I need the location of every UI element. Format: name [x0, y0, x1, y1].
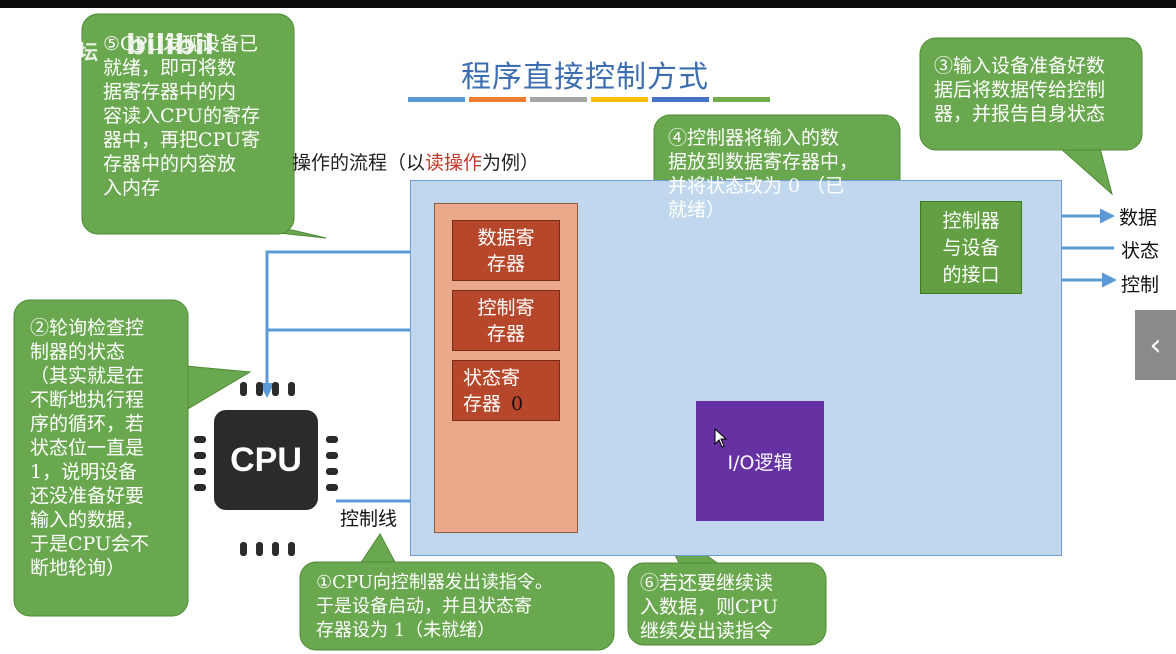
bubble-step5: ⑤CPU发现设备已就绪，即可将数据寄存器中的内 容读入CPU的寄存器中，再把CP…	[103, 33, 261, 199]
cpu-pin	[288, 542, 295, 556]
cpu-pin	[194, 452, 206, 459]
cpu-pin	[272, 382, 279, 396]
title-color-bar	[713, 97, 770, 102]
control-line-label: 控制线	[340, 508, 398, 530]
status-register-value: 0	[511, 393, 524, 415]
cpu-pin	[194, 468, 206, 475]
bubble-step3-shape	[919, 37, 1143, 151]
control-register-line2: 存器	[486, 323, 525, 345]
control-register-line1: 控制寄	[477, 297, 535, 319]
cpu-icon: CPU	[194, 378, 340, 558]
bubble-step4: ④控制器将输入的数据放到数据寄存器中，并将状态改为 0 （已 就绪）	[668, 127, 859, 221]
bubble-step3: ③输入设备准备好数据后将数据传给控制器，并报告自身状态	[934, 55, 1106, 125]
watermark-text: 王道论坛	[18, 40, 98, 64]
subtitle-prefix: 操作的流程（以	[292, 152, 426, 174]
title-color-bar	[408, 97, 465, 102]
cpu-pin	[326, 452, 338, 459]
subtitle-suffix: 为例）	[482, 152, 540, 174]
mouse-pointer-icon	[714, 428, 728, 448]
bubble-step1-shape-tail	[359, 533, 397, 565]
signal-control-label: 控制	[1121, 274, 1160, 296]
bubble-step3-shape-tail	[1058, 147, 1113, 196]
status-register-line1: 状态寄	[463, 367, 521, 389]
title-color-bar	[652, 97, 709, 102]
page-title: 程序直接控制方式	[461, 60, 709, 95]
cpu-pin	[288, 382, 295, 396]
io-logic: I/O逻辑	[696, 401, 824, 521]
top-bar	[0, 0, 1176, 8]
data-register-line1: 数据寄	[477, 227, 535, 249]
title-color-bar	[591, 97, 648, 102]
cpu-pin	[326, 468, 338, 475]
data-register-line2: 存器	[486, 253, 525, 275]
bubble-step2: ②轮询检查控制器的状态（其实就是在 不断地执行程序的循环，若状态位一直是 1，说…	[30, 317, 150, 579]
cpu-pin	[256, 382, 263, 396]
control-register: 控制寄 存器	[452, 290, 560, 351]
bilibili-logo-icon: bilibili	[126, 28, 212, 61]
status-register: 状态寄 存器 0	[452, 360, 560, 421]
cpu-pin	[326, 436, 338, 443]
cpu-pin	[240, 542, 247, 556]
bubble-step1: ①CPU向控制器发出读指令。于是设备启动，并且状态寄存器设为 1（未就绪）	[316, 572, 553, 641]
title-color-bar	[469, 97, 526, 102]
arrow-data-register-to-cpu	[259, 250, 452, 398]
cpu-pin	[194, 484, 206, 491]
cpu-pin	[326, 484, 338, 491]
cpu-chip: CPU	[214, 410, 318, 510]
cpu-pin	[272, 542, 279, 556]
data-register: 数据寄 存器	[452, 220, 560, 281]
bubble-step6-shape	[627, 562, 827, 646]
collapse-panel-button[interactable]: ‹	[1135, 310, 1176, 380]
signal-status-label: 状态	[1121, 240, 1160, 262]
bubble-step2-shape	[13, 299, 189, 617]
interface-line3: 的接口	[942, 264, 1000, 286]
device-interface: 控制器 与设备 的接口	[920, 201, 1022, 294]
subtitle-highlight: 读操作	[425, 152, 483, 174]
svg-text:bilibili: bilibili	[126, 28, 212, 61]
cpu-pin	[194, 436, 206, 443]
subtitle: 操作的流程（以读操作为例）	[292, 148, 539, 175]
cpu-pin	[256, 542, 263, 556]
interface-line2: 与设备	[942, 237, 1000, 259]
title-color-bar	[530, 97, 587, 102]
bubble-step5-shape	[81, 13, 295, 235]
interface-line1: 控制器	[942, 210, 1000, 232]
signal-data-label: 数据	[1119, 207, 1158, 229]
status-register-line2: 存器	[463, 393, 502, 415]
bubble-step1-shape	[299, 561, 615, 651]
cpu-pin	[240, 382, 247, 396]
